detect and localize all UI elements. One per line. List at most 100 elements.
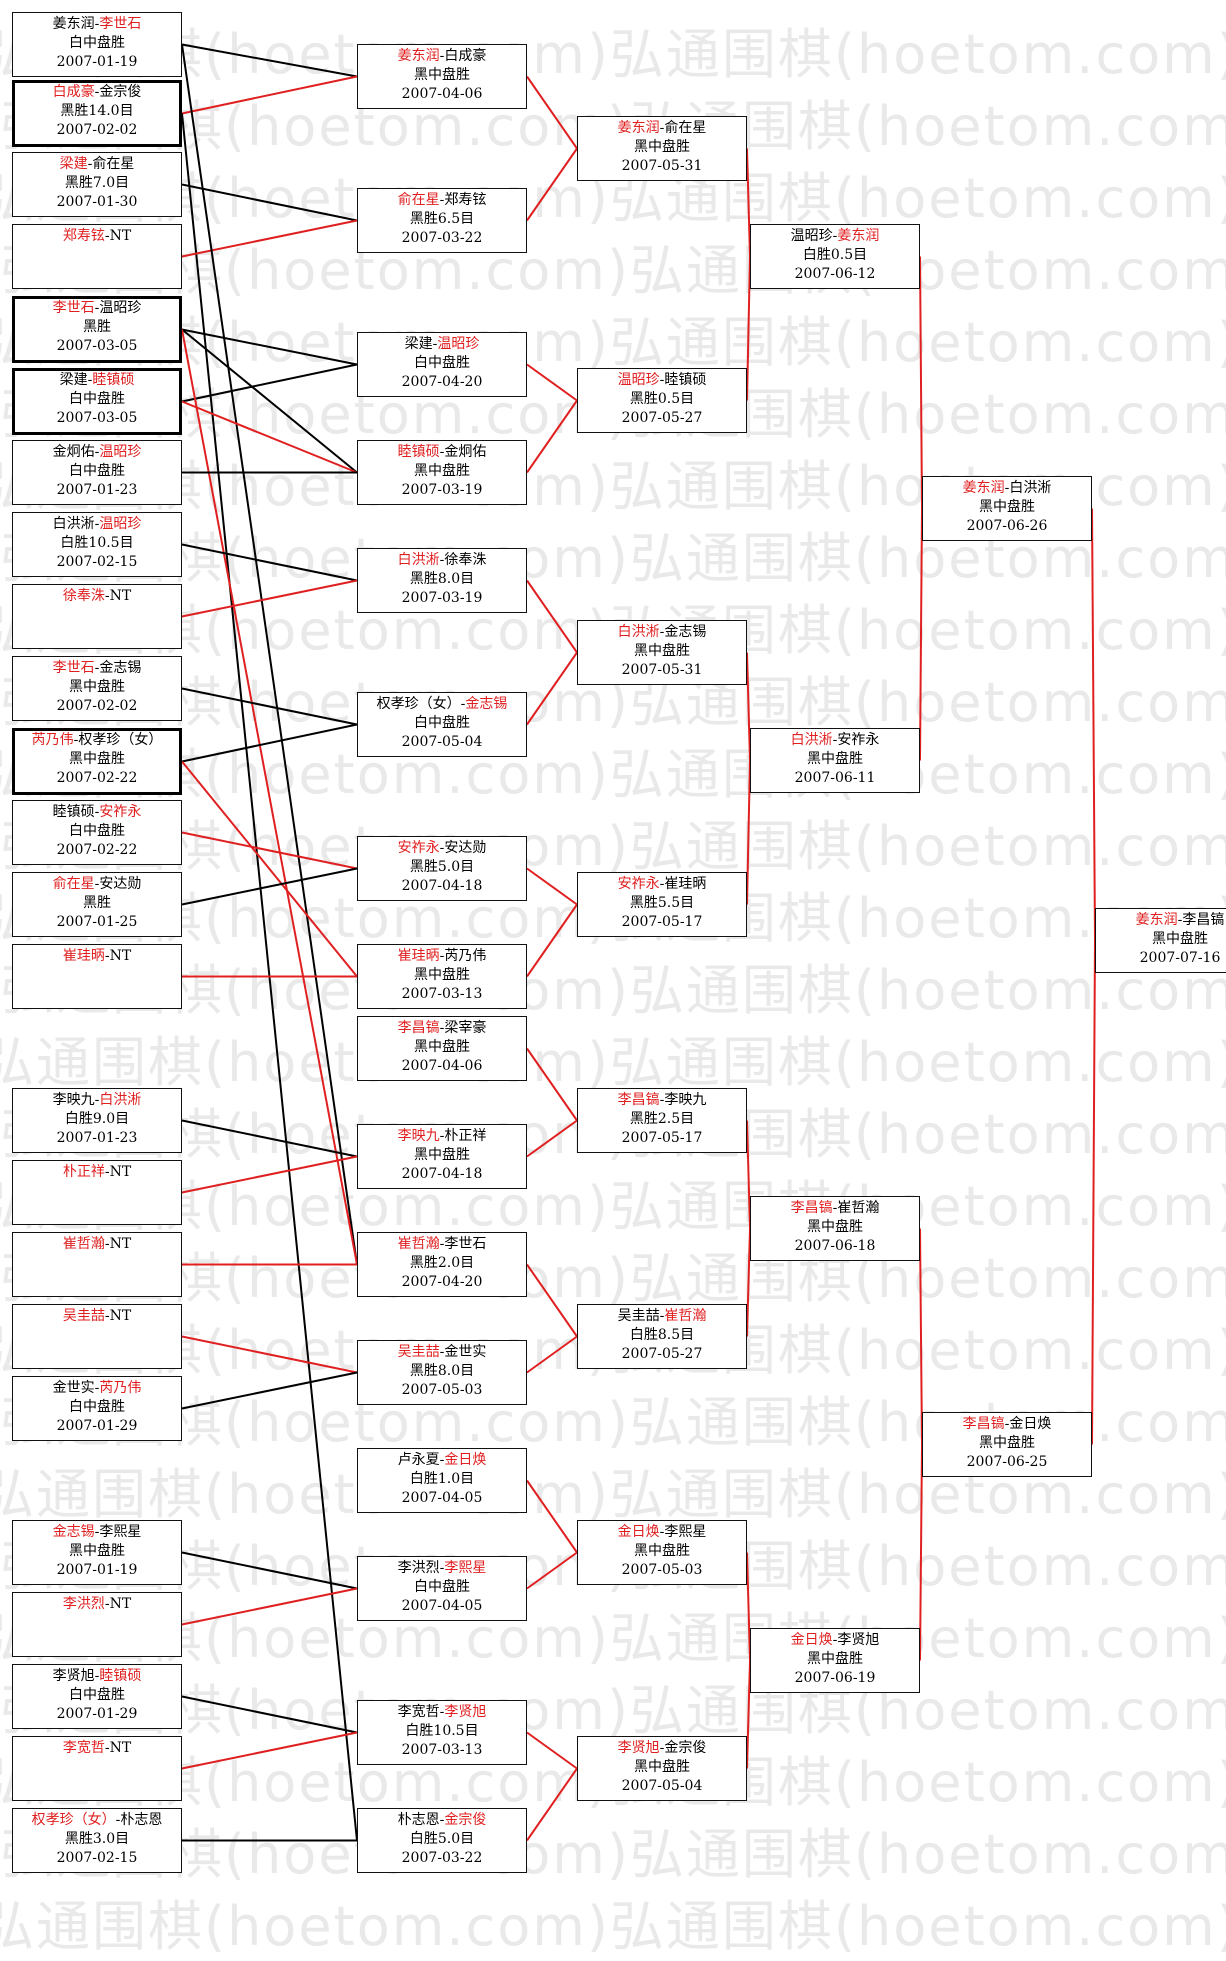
- player-2: 睦镇硕: [92, 372, 135, 388]
- player-1: 俞在星: [397, 192, 440, 208]
- player-2: NT: [109, 588, 132, 604]
- player-2: NT: [109, 948, 132, 964]
- match-result: 黑胜5.5目: [629, 895, 695, 911]
- bracket-link: [526, 1551, 578, 1590]
- match-players: 朴正祥-NT: [13, 1163, 181, 1182]
- bracket-link: [181, 183, 358, 222]
- match-box: 崔哲瀚-NT: [12, 1232, 182, 1297]
- player-1: 权孝珍（女）: [376, 696, 461, 712]
- player-1: 梁建: [404, 336, 433, 352]
- match-result: 黑胜8.0目: [409, 1363, 475, 1379]
- match-date: 2007-01-29: [56, 1706, 138, 1722]
- match-date: 2007-01-30: [56, 194, 138, 210]
- match-date: 2007-06-25: [966, 1454, 1048, 1470]
- match-date: 2007-06-12: [794, 266, 876, 282]
- vs-separator: -: [104, 948, 110, 964]
- match-players: 吴圭喆-金世实: [358, 1343, 526, 1362]
- match-players: 俞在星-郑寿铉: [358, 191, 526, 210]
- match-result: 黑中盘胜: [69, 1543, 125, 1559]
- match-result: [13, 246, 181, 265]
- player-1: 李贤旭: [617, 1740, 660, 1756]
- player-2: 俞在星: [92, 156, 135, 172]
- match-players: 徐奉洙-NT: [13, 587, 181, 606]
- player-2: NT: [109, 1164, 132, 1180]
- player-2: 白洪淅: [99, 1092, 142, 1108]
- match-date: 2007-03-13: [401, 986, 483, 1002]
- vs-separator: -: [94, 1668, 100, 1684]
- match-result: 黑胜14.0目: [60, 103, 134, 119]
- bracket-link: [181, 687, 358, 726]
- bracket-link: [526, 903, 578, 978]
- bracket-link: [181, 400, 358, 474]
- vs-separator: -: [439, 1812, 445, 1828]
- vs-separator: -: [73, 732, 79, 748]
- player-2: 金宗俊: [99, 84, 142, 100]
- player-2: 崔哲瀚: [664, 1308, 707, 1324]
- match-result: 黑中盘胜: [807, 1651, 863, 1667]
- match-date: 2007-04-05: [401, 1490, 483, 1506]
- match-result: 白胜1.0目: [409, 1471, 475, 1487]
- bracket-link: [919, 508, 923, 761]
- player-2: 李熙星: [664, 1524, 707, 1540]
- player-1: 姜东润: [52, 16, 95, 32]
- player-1: 白成豪: [52, 84, 95, 100]
- player-2: 俞在星: [664, 120, 707, 136]
- match-date: 2007-06-26: [966, 518, 1048, 534]
- player-2: NT: [109, 1308, 132, 1324]
- player-2: 安达勋: [99, 876, 142, 892]
- player-2: 安祚永: [99, 804, 142, 820]
- match-players: 权孝珍（女）-金志锡: [358, 695, 526, 714]
- match-players: 安祚永-崔珪昞: [578, 875, 746, 894]
- match-result: 黑中盘胜: [69, 679, 125, 695]
- player-2: 金日焕: [444, 1452, 487, 1468]
- vs-separator: -: [104, 1164, 110, 1180]
- bracket-link: [746, 1552, 751, 1661]
- bracket-link: [526, 1047, 578, 1122]
- match-players: 温昭珍-姜东润: [751, 227, 919, 246]
- player-1: 李贤旭: [52, 1668, 95, 1684]
- match-players: 睦镇硕-金炯佑: [358, 443, 526, 462]
- bracket-link: [181, 579, 358, 618]
- player-2: 梁宰豪: [444, 1020, 487, 1036]
- bracket-link: [181, 831, 358, 870]
- player-2: 温昭珍: [99, 300, 142, 316]
- match-date: 2007-01-29: [56, 1418, 138, 1434]
- bracket-link: [1091, 508, 1096, 941]
- player-1: 郑寿铉: [62, 228, 105, 244]
- match-box: 崔珪昞-NT: [12, 944, 182, 1009]
- match-players: 白洪淅-温昭珍: [13, 515, 181, 534]
- vs-separator: -: [94, 1092, 100, 1108]
- player-1: 俞在星: [52, 876, 95, 892]
- match-players: 梁建-俞在星: [13, 155, 181, 174]
- player-1: 金世实: [52, 1380, 95, 1396]
- player-1: 李世石: [52, 660, 95, 676]
- match-result: 黑胜6.5目: [409, 211, 475, 227]
- player-2: NT: [109, 228, 132, 244]
- player-1: 白洪淅: [397, 552, 440, 568]
- player-1: 李昌镐: [397, 1020, 440, 1036]
- match-result: 黑中盘胜: [414, 1147, 470, 1163]
- match-result: 黑中盘胜: [414, 967, 470, 983]
- player-1: 芮乃伟: [31, 732, 74, 748]
- vs-separator: -: [659, 372, 665, 388]
- player-1: 梁建: [59, 372, 88, 388]
- match-date: 2007-04-18: [401, 1166, 483, 1182]
- player-2: 安祚永: [837, 732, 880, 748]
- match-players: 李映九-白洪淅: [13, 1091, 181, 1110]
- player-2: 李贤旭: [837, 1632, 880, 1648]
- player-1: 李昌镐: [962, 1416, 1005, 1432]
- player-2: 李世石: [99, 16, 142, 32]
